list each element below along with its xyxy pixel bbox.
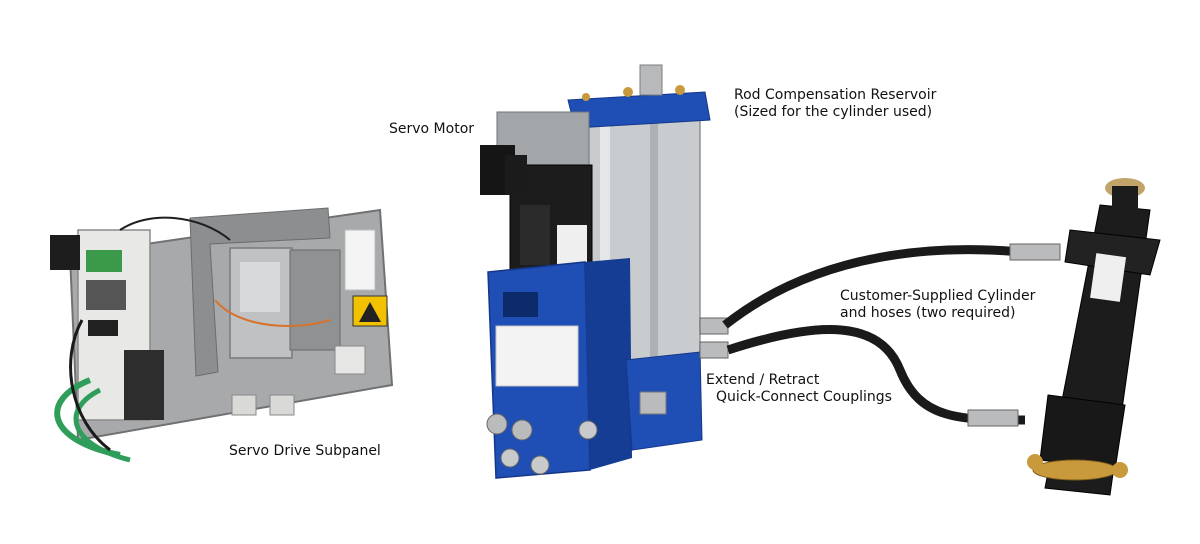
label-servo-motor-text: Servo Motor [389,121,475,137]
label-couplings-line1: Extend / Retract [706,372,820,388]
label-cylinder-line1: Customer-Supplied Cylinder [840,288,1036,304]
servo-motor [480,111,593,281]
label-quick-connect-couplings: Extend / Retract Quick-Connect Couplings [706,372,892,406]
kyntronics-label [495,325,579,387]
caution-sign [352,295,388,327]
label-servo-motor: Servo Motor [389,121,474,138]
label-couplings-line2: Quick-Connect Couplings [716,389,892,405]
pump-manifold [486,258,729,479]
hydraulic-cylinder [1027,178,1161,496]
label-cylinder-line2: and hoses (two required) [840,305,1016,321]
servo-drive-subpanel [50,207,394,463]
label-reservoir-line2: (Sized for the cylinder used) [734,104,933,120]
hydraulic-hoses [722,243,1061,427]
label-customer-supplied-cylinder: Customer-Supplied Cylinder and hoses (tw… [840,288,1035,322]
label-subpanel-text: Servo Drive Subpanel [229,443,381,459]
label-reservoir-line1: Rod Compensation Reservoir [734,87,937,103]
label-rod-compensation-reservoir: Rod Compensation Reservoir (Sized for th… [734,87,936,121]
label-servo-drive-subpanel: Servo Drive Subpanel [229,443,381,460]
electro-hydraulic-actuator [480,64,729,479]
